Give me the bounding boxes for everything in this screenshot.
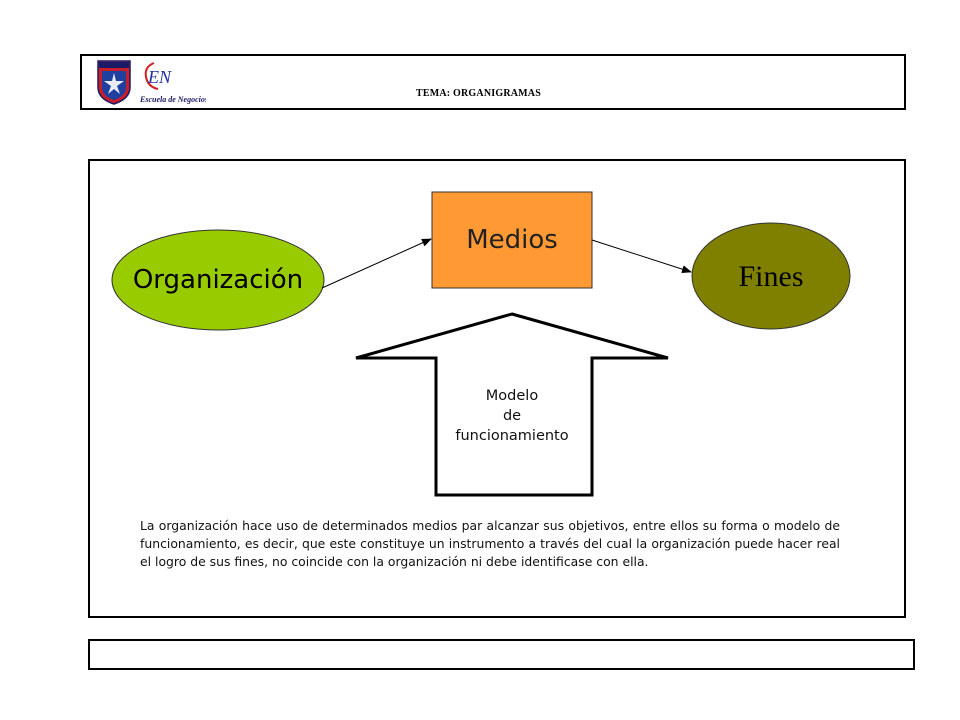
arrow-organization-to-means xyxy=(321,238,432,289)
school-logos: EN Escuela de Negocios xyxy=(96,59,208,109)
model-block-arrow xyxy=(355,312,669,497)
svg-text:Escuela de Negocios: Escuela de Negocios xyxy=(139,95,206,104)
header-bar: EN Escuela de Negocios TEMA: ORGANIGRAMA… xyxy=(80,54,906,110)
business-school-logo-icon: EN Escuela de Negocios xyxy=(139,62,208,104)
svg-text:EN: EN xyxy=(147,67,172,87)
model-label: Modelo de funcionamiento xyxy=(430,386,594,446)
page-title: TEMA: ORGANIGRAMAS xyxy=(416,88,541,99)
arrow-means-to-ends xyxy=(591,239,692,274)
organization-ellipse xyxy=(111,229,325,331)
school-shield-icon: EN Escuela de Negocios xyxy=(97,60,208,105)
ends-label: Fines xyxy=(738,260,804,293)
ends-ellipse xyxy=(691,222,851,330)
means-label: Medios xyxy=(466,225,558,255)
means-box xyxy=(431,191,593,289)
model-label-line: funcionamiento xyxy=(455,428,569,444)
description-text: La organización hace uso de determinados… xyxy=(140,518,840,569)
footer-bar xyxy=(88,639,915,670)
model-label-line: de xyxy=(502,408,522,424)
model-label-line: Modelo xyxy=(485,388,539,404)
organization-label: Organización xyxy=(132,265,304,295)
